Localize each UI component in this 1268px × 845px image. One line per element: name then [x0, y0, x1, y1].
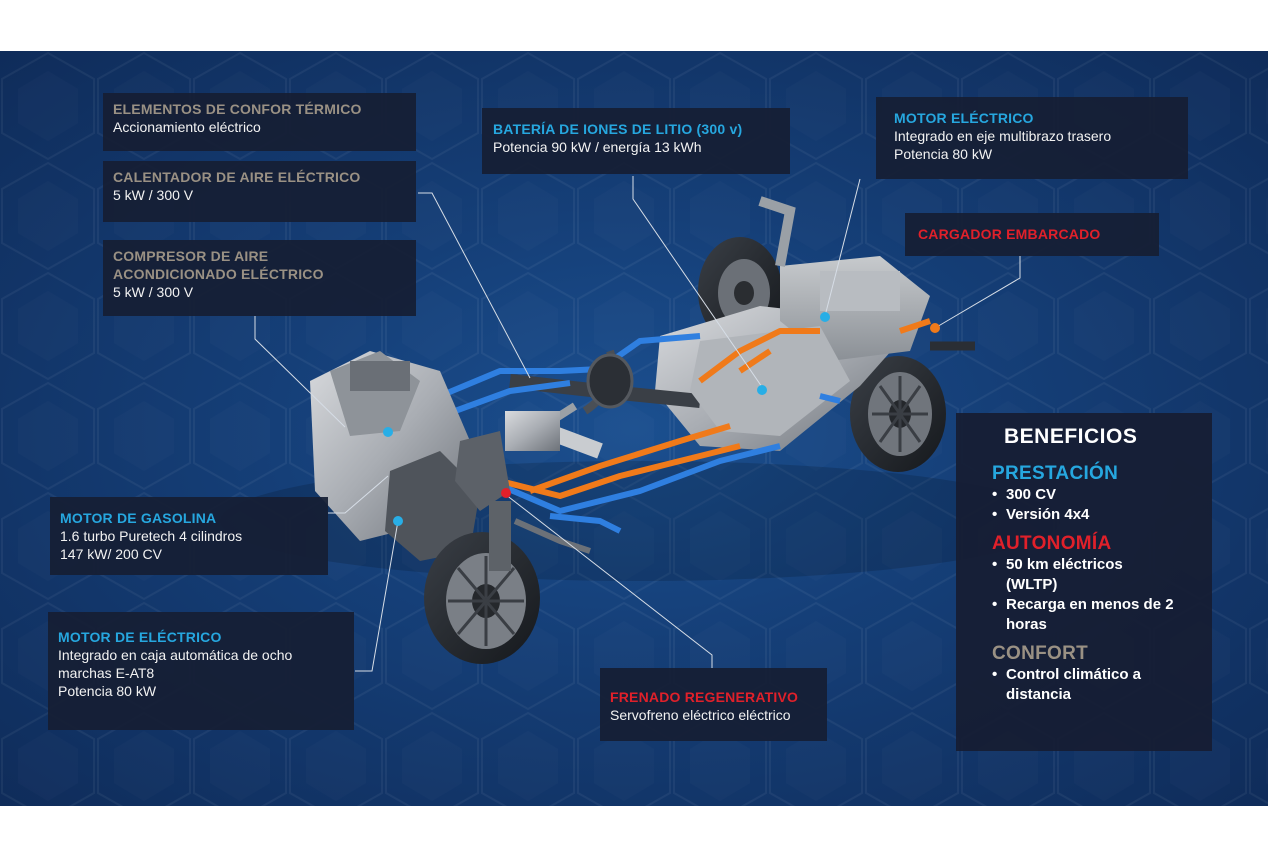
label-line: 1.6 turbo Puretech 4 cilindros	[60, 528, 243, 544]
benefits-section-autonomia: AUTONOMÍA	[992, 533, 1112, 554]
bullet: •	[992, 486, 998, 503]
benefits-section-prestacion: PRESTACIÓN	[992, 463, 1119, 484]
benefit-text: 300 CV	[1006, 486, 1057, 503]
benefits-section-confort: CONFORT	[992, 643, 1089, 664]
label-title: FRENADO REGENERATIVO	[610, 689, 799, 705]
bullet: •	[992, 666, 998, 683]
label-motor-de-electrico: MOTOR DE ELÉCTRICO Integrado en caja aut…	[48, 612, 354, 730]
benefits-list-confort: • Control climático a distancia	[992, 665, 1198, 705]
pin-bateria	[757, 385, 767, 395]
bullet: •	[992, 556, 998, 573]
benefits-list-autonomia: • 50 km eléctricos (WLTP) • Recarga en men…	[992, 555, 1198, 635]
pin-frenado	[501, 488, 511, 498]
label-line: Integrado en caja automática de ocho	[58, 647, 293, 663]
label-title: MOTOR ELÉCTRICO	[894, 110, 1034, 126]
label-cargador: CARGADOR EMBARCADO	[905, 213, 1159, 256]
label-title: MOTOR DE GASOLINA	[60, 510, 217, 526]
label-motor-gasolina: MOTOR DE GASOLINA 1.6 turbo Puretech 4 c…	[50, 497, 328, 575]
benefit-item: • Recarga en menos de 2 horas	[992, 595, 1176, 635]
benefit-text: Control climático a distancia	[1006, 666, 1142, 703]
label-title: MOTOR DE ELÉCTRICO	[58, 629, 222, 645]
label-line: Integrado en eje multibrazo trasero	[894, 128, 1112, 144]
benefit-item: • Control climático a distancia	[992, 665, 1176, 705]
label-compresor: COMPRESOR DE AIRE ACONDICIONADO ELÉCTRIC…	[103, 240, 416, 316]
bullet: •	[992, 596, 998, 613]
label-confort-termico: ELEMENTOS DE CONFOR TÉRMICO Accionamient…	[103, 93, 416, 151]
benefits-title: BENEFICIOS	[1004, 425, 1138, 448]
benefit-text: Recarga en menos de 2 horas	[1006, 596, 1174, 633]
label-title: ELEMENTOS DE CONFOR TÉRMICO	[113, 101, 362, 117]
label-line: marchas E-AT8	[58, 665, 155, 681]
label-title: BATERÍA DE IONES DE LITIO (300 v)	[493, 121, 743, 137]
label-line: Servofreno eléctrico eléctrico	[610, 707, 791, 723]
label-line: Potencia 80 kW	[894, 146, 993, 162]
label-title: ACONDICIONADO ELÉCTRICO	[113, 266, 324, 282]
label-line: Potencia 80 kW	[58, 683, 157, 699]
label-line: 5 kW / 300 V	[113, 284, 194, 300]
label-title: CARGADOR EMBARCADO	[918, 226, 1101, 242]
label-line: 147 kW/ 200 CV	[60, 546, 162, 562]
label-line: Accionamiento eléctrico	[113, 119, 261, 135]
label-line: 5 kW / 300 V	[113, 187, 194, 203]
label-calentador: CALENTADOR DE AIRE ELÉCTRICO 5 kW / 300 …	[103, 161, 416, 222]
benefit-text: 50 km eléctricos (WLTP)	[1006, 556, 1123, 593]
benefit-item: • 50 km eléctricos (WLTP)	[992, 555, 1156, 595]
benefit-item: • 300 CV	[992, 485, 1198, 505]
pin-compresor	[383, 427, 393, 437]
leader-lines	[254, 176, 1021, 672]
label-title: COMPRESOR DE AIRE	[113, 248, 269, 264]
chassis-illustration	[220, 196, 1060, 664]
pin-cargador	[930, 323, 940, 333]
benefit-item: • Versión 4x4	[992, 505, 1198, 525]
label-line: Potencia 90 kW / energía 13 kWh	[493, 139, 702, 155]
label-title: CALENTADOR DE AIRE ELÉCTRICO	[113, 169, 361, 185]
infographic-canvas: ELEMENTOS DE CONFOR TÉRMICO Accionamient…	[0, 51, 1268, 806]
benefits-panel: BENEFICIOS PRESTACIÓN • 300 CV • Versión 4…	[956, 413, 1212, 751]
rear-left-wheel	[850, 356, 946, 472]
label-bateria: BATERÍA DE IONES DE LITIO (300 v) Potenc…	[482, 108, 790, 174]
benefits-list-prestacion: • 300 CV • Versión 4x4	[992, 485, 1198, 525]
label-motor-electrico: MOTOR ELÉCTRICO Integrado en eje multibr…	[876, 97, 1188, 179]
label-frenado: FRENADO REGENERATIVO Servofreno eléctric…	[600, 668, 827, 741]
bullet: •	[992, 506, 998, 523]
benefit-text: Versión 4x4	[1006, 506, 1090, 523]
pin-motor-electrico	[820, 312, 830, 322]
pin-motor-gasolina	[393, 516, 403, 526]
